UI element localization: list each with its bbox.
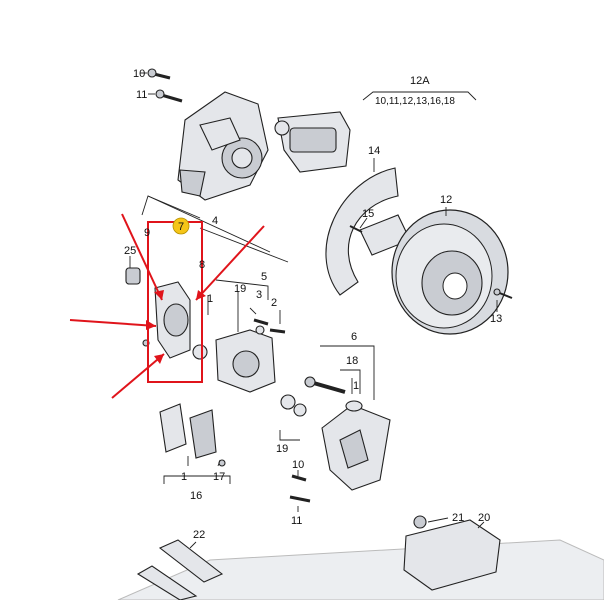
- disc-screw-13: [493, 288, 513, 299]
- callout-2: 2: [271, 297, 277, 309]
- callout-22: 22: [193, 529, 205, 541]
- leader-lines: [129, 72, 498, 549]
- callout-16: 16: [190, 490, 202, 502]
- callout-7-label: 7: [178, 221, 184, 233]
- callout-10-top: 10: [133, 68, 145, 80]
- callout-8: 8: [199, 259, 205, 271]
- piston-housing: [125, 267, 208, 360]
- callout-18: 18: [346, 355, 358, 367]
- callout-11-top: 11: [136, 89, 147, 101]
- callout-5: 5: [261, 271, 267, 283]
- group-items: 10,11,12,13,16,18: [375, 96, 455, 107]
- caliper-carrier: [321, 404, 391, 491]
- callout-1-c: 1: [181, 471, 187, 483]
- bolt-11-top: [155, 89, 183, 103]
- seals-19: [280, 394, 307, 417]
- hub-assembly: [177, 91, 269, 201]
- bolt-10-top: [147, 68, 171, 80]
- screw-15: [349, 225, 363, 233]
- callout-1-b: 1: [353, 380, 359, 392]
- callout-13: 13: [490, 313, 502, 325]
- callout-10-bottom: 10: [292, 459, 304, 471]
- top-caliper: [274, 111, 351, 173]
- splash-shield: [325, 167, 411, 296]
- callout-12: 12: [440, 194, 452, 206]
- callout-1-a: 1: [207, 293, 213, 305]
- callout-4: 4: [212, 215, 218, 227]
- bolts-10-11-bottom: [289, 474, 311, 503]
- caliper-body: [215, 325, 276, 393]
- callout-badge-7: 7: [172, 217, 190, 235]
- callout-21: 21: [452, 512, 464, 524]
- callout-17: 17: [213, 471, 225, 483]
- callout-9: 9: [144, 227, 150, 239]
- group-label: 12A: [410, 75, 430, 87]
- callout-15: 15: [362, 208, 374, 220]
- callout-20: 20: [478, 512, 490, 524]
- callout-3: 3: [256, 289, 262, 301]
- callout-14: 14: [368, 145, 380, 157]
- callout-11-bottom: 11: [291, 515, 302, 527]
- callout-19-a: 19: [234, 283, 246, 295]
- callout-25: 25: [124, 245, 136, 257]
- brake-pads: [159, 403, 226, 467]
- brake-disc: [391, 209, 509, 335]
- control-unit: [403, 515, 501, 591]
- guide-bolts: [253, 318, 286, 334]
- grease-tubes: [136, 539, 224, 601]
- callout-6: 6: [351, 331, 357, 343]
- red-arrows: [69, 213, 265, 399]
- carrier-bolt-18: [304, 376, 363, 412]
- callout-19-b: 19: [276, 443, 288, 455]
